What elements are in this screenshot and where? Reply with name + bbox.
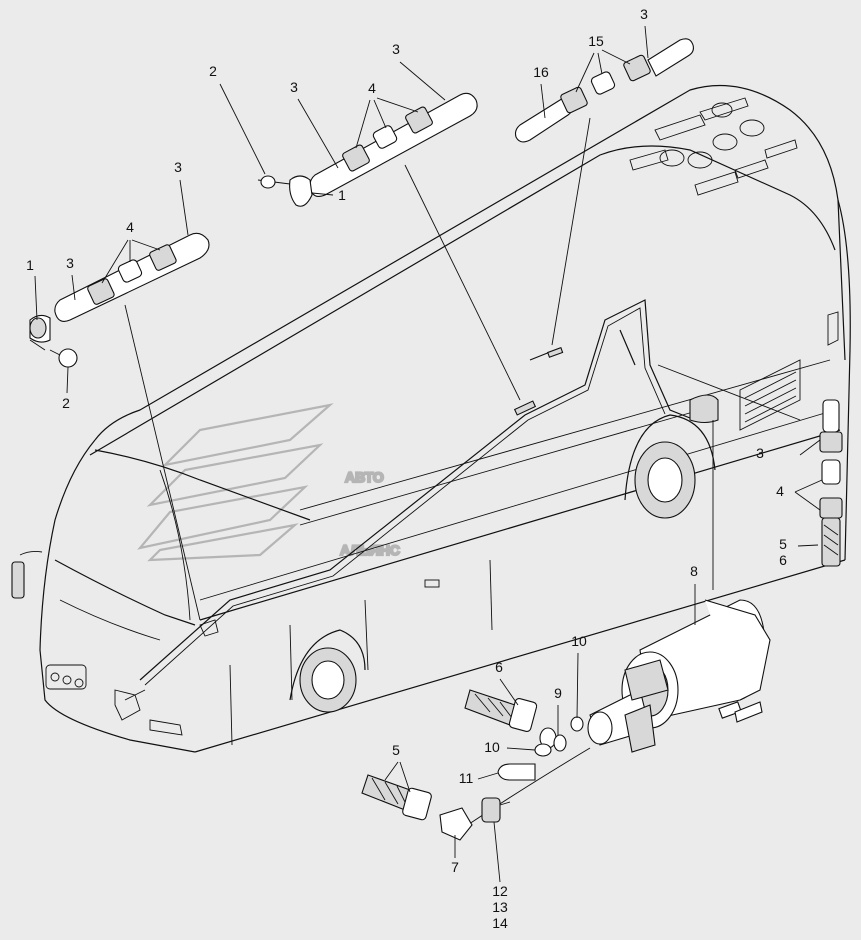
callout-15: 15 <box>588 33 604 49</box>
engine-grille <box>739 359 801 431</box>
callout-4b: 4 <box>368 80 376 96</box>
fitting-group-left <box>29 232 210 368</box>
callout-10a: 10 <box>571 633 587 649</box>
callout-3d: 3 <box>392 41 400 57</box>
callout-4c: 4 <box>776 483 784 499</box>
callout-12: 12 <box>492 883 508 899</box>
headlights <box>45 664 183 736</box>
front-wheel <box>289 629 366 713</box>
callout-4a: 4 <box>126 219 134 235</box>
callout-5a: 5 <box>779 536 787 552</box>
callout-2b: 2 <box>62 395 70 411</box>
heater-pump-assembly <box>587 599 771 753</box>
callout-13: 13 <box>492 899 508 915</box>
callout-3b: 3 <box>174 159 182 175</box>
callout-16: 16 <box>533 64 549 80</box>
watermark-line1: АВТО <box>345 469 384 485</box>
side-mirror <box>11 550 43 599</box>
callout-5b: 5 <box>392 742 400 758</box>
fitting-group-middle <box>257 92 478 207</box>
fitting-group-top-right <box>514 38 694 143</box>
callout-14: 14 <box>492 915 508 931</box>
callout-10b: 10 <box>484 739 500 755</box>
watermark-logo-stripes <box>137 403 334 562</box>
fitting-stack-right <box>819 399 843 567</box>
callout-6a: 6 <box>779 552 787 568</box>
callout-3a: 3 <box>66 255 74 271</box>
pipe-routing <box>114 299 719 721</box>
callout-labels: 1 1 2 2 3 3 3 3 3 3 4 4 4 15 16 5 6 8 6 … <box>26 6 787 931</box>
callout-1b: 1 <box>338 187 346 203</box>
callout-6b: 6 <box>495 659 503 675</box>
callout-3e: 3 <box>640 6 648 22</box>
callout-3f: 3 <box>756 445 764 461</box>
callout-9: 9 <box>554 685 562 701</box>
watermark: АВТО АЛЬЯНС <box>137 403 401 562</box>
watermark-line2: АЛЬЯНС <box>340 542 400 558</box>
callout-3c: 3 <box>290 79 298 95</box>
bus-illustration <box>11 84 851 753</box>
lower-hose-fittings <box>361 689 584 841</box>
rear-wheel <box>624 414 716 519</box>
callout-8: 8 <box>690 563 698 579</box>
callout-1a: 1 <box>26 257 34 273</box>
callout-11: 11 <box>459 770 474 786</box>
callout-7: 7 <box>451 859 459 875</box>
leader-lines <box>124 117 823 831</box>
callout-2a: 2 <box>209 63 217 79</box>
